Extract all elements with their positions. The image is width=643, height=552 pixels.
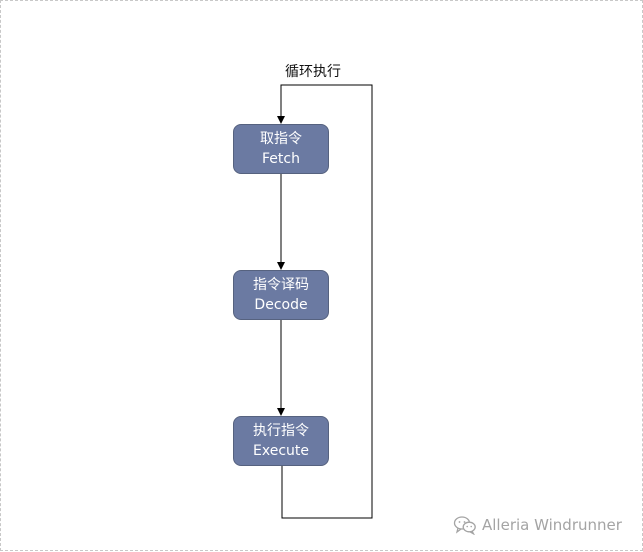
watermark: Alleria Windrunner: [453, 515, 622, 535]
node-fetch-label-en: Fetch: [262, 151, 300, 167]
loop-label: 循环执行: [285, 64, 341, 80]
node-fetch: 取指令 Fetch: [233, 124, 329, 174]
watermark-text: Alleria Windrunner: [482, 516, 622, 534]
node-execute-label-cn: 执行指令: [253, 423, 309, 439]
node-decode-label-en: Decode: [254, 297, 308, 313]
node-execute: 执行指令 Execute: [233, 416, 329, 466]
wechat-icon: [453, 516, 476, 535]
node-decode-label-cn: 指令译码: [253, 277, 309, 293]
node-decode: 指令译码 Decode: [233, 270, 329, 320]
node-execute-label-en: Execute: [253, 443, 309, 459]
node-fetch-label-cn: 取指令: [260, 131, 302, 147]
edge-execute-loop-to-fetch: [277, 84, 373, 519]
